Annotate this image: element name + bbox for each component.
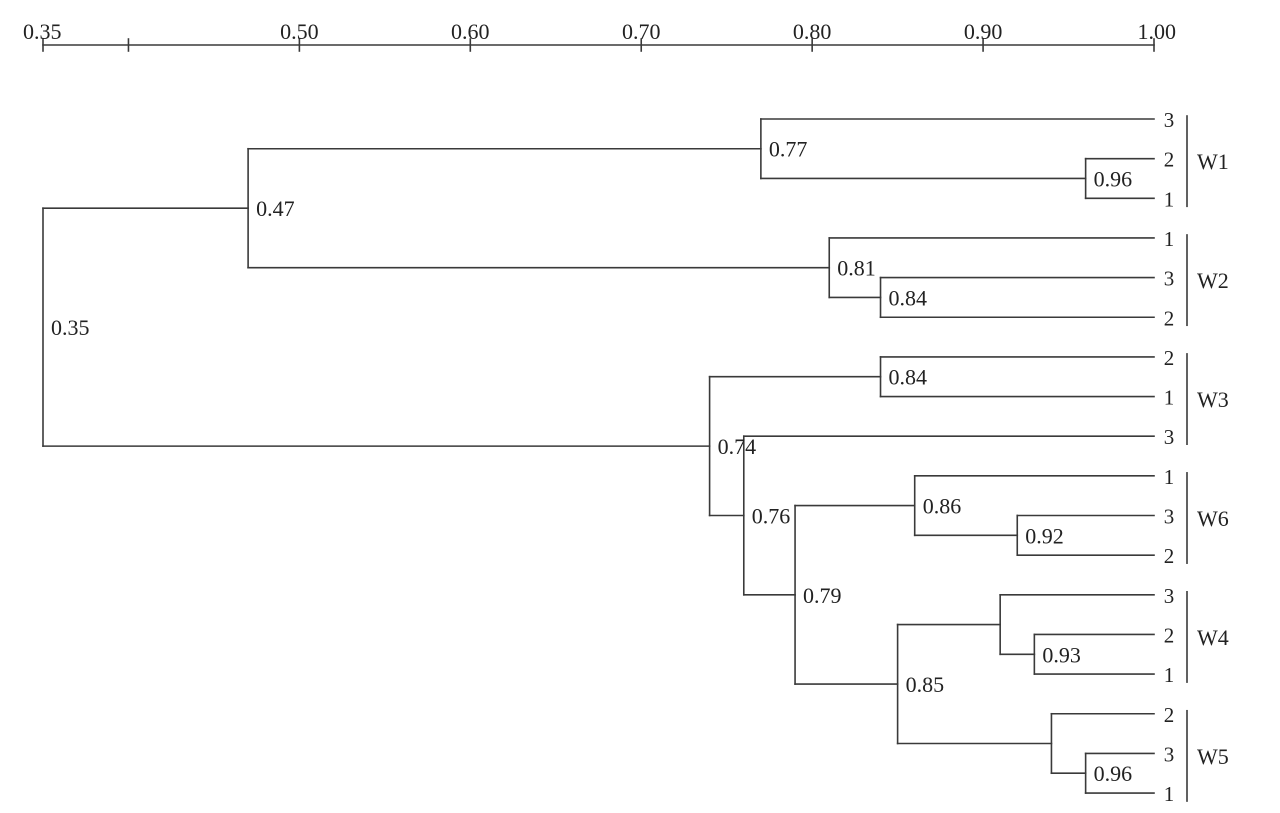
leaf-label: 3 <box>1164 267 1175 291</box>
leaf-label: 3 <box>1164 742 1175 766</box>
leaf-label: 2 <box>1164 623 1175 647</box>
node-similarity-label: 0.96 <box>1094 166 1133 191</box>
axis-tick-label: 0.70 <box>622 19 661 44</box>
node-similarity-label: 0.93 <box>1042 642 1081 667</box>
group-label: W4 <box>1197 625 1229 650</box>
node-similarity-label: 0.74 <box>718 434 757 459</box>
node-similarity-label: 0.77 <box>769 137 808 162</box>
leaf-label: 1 <box>1164 663 1175 687</box>
group-label: W2 <box>1197 268 1229 293</box>
node-similarity-label: 0.86 <box>923 494 962 519</box>
node-similarity-label: 0.81 <box>837 256 876 281</box>
group-label: W6 <box>1197 506 1229 531</box>
node-similarity-label: 0.96 <box>1094 761 1133 786</box>
axis-tick-label: 0.90 <box>964 19 1003 44</box>
leaf-label: 3 <box>1164 425 1175 449</box>
axis-tick-label: 0.50 <box>280 19 319 44</box>
leaf-label: 2 <box>1164 703 1175 727</box>
leaf-labels: 3 2 1 1 3 2 2 1 3 1 3 2 3 2 1 2 3 1 <box>1164 108 1175 806</box>
leaf-label: 1 <box>1164 227 1175 251</box>
leaf-label: 2 <box>1164 306 1175 330</box>
axis-tick-label: 1.00 <box>1138 19 1177 44</box>
node-similarity-label: 0.84 <box>889 285 928 310</box>
leaf-label: 2 <box>1164 346 1175 370</box>
leaf-label: 1 <box>1164 782 1175 806</box>
axis-tick-label: 0.80 <box>793 19 832 44</box>
group-label: W5 <box>1197 744 1229 769</box>
cluster-tree: 0.96 0.77 0.84 0.81 0.47 0.84 0.92 0.86 0.93 0.96… <box>42 118 1155 794</box>
leaf-label: 1 <box>1164 465 1175 489</box>
leaf-label: 2 <box>1164 148 1175 172</box>
leaf-label: 1 <box>1164 386 1175 410</box>
leaf-label: 2 <box>1164 544 1175 568</box>
node-similarity-label: 0.35 <box>51 315 90 340</box>
leaf-label: 3 <box>1164 584 1175 608</box>
node-similarity-label: 0.92 <box>1025 523 1064 548</box>
node-similarity-label: 0.84 <box>889 365 928 390</box>
leaf-label: 1 <box>1164 187 1175 211</box>
leaf-label: 3 <box>1164 108 1175 132</box>
axis-tick-label: 0.35 <box>23 19 62 44</box>
similarity-axis: 0.35 0.50 0.60 0.70 0.80 0.90 1.00 <box>23 19 1177 52</box>
axis-tick-label: 0.60 <box>451 19 490 44</box>
node-similarity-label: 0.79 <box>803 583 842 608</box>
node-similarity-label: 0.85 <box>906 672 945 697</box>
group-label: W1 <box>1197 149 1229 174</box>
group-label: W3 <box>1197 387 1229 412</box>
node-similarity-label: 0.76 <box>752 504 791 529</box>
node-similarity-label: 0.47 <box>256 196 295 221</box>
leaf-label: 3 <box>1164 505 1175 529</box>
